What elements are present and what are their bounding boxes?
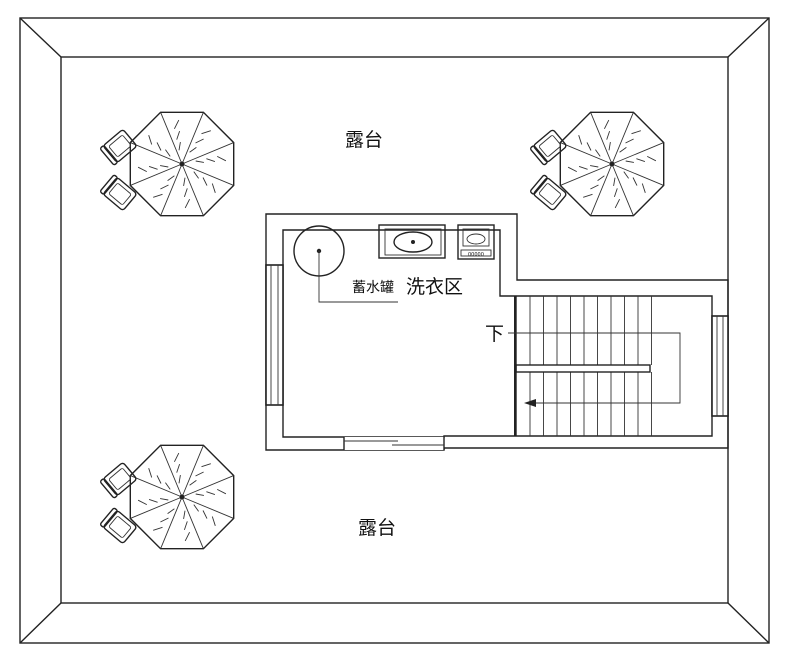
washer-panel-text: 00000 bbox=[468, 252, 484, 258]
parapet-frame bbox=[19, 17, 770, 644]
patio-umbrella-icon bbox=[100, 444, 235, 550]
stair-down-label: 下 bbox=[485, 323, 504, 345]
stair-direction-arrow: 下 bbox=[485, 323, 681, 407]
patio-umbrella-icon bbox=[530, 111, 665, 217]
staircase bbox=[514, 296, 652, 436]
wash-basin-icon bbox=[378, 224, 446, 259]
central-room-walls bbox=[265, 213, 729, 451]
chair-icon bbox=[100, 129, 137, 166]
chair-icon bbox=[530, 174, 567, 211]
chair-icon bbox=[530, 129, 567, 166]
terrace-label-bottom: 露台 bbox=[358, 517, 396, 539]
water-tank-label: 蓄水罐 bbox=[352, 280, 394, 296]
washing-machine-icon: 00000 bbox=[457, 224, 495, 260]
chair-icon bbox=[100, 174, 137, 211]
laundry-area-label: 洗衣区 bbox=[406, 276, 463, 298]
water-tank: 蓄水罐 bbox=[293, 225, 398, 303]
patio-umbrella-icon bbox=[100, 111, 235, 217]
terrace-label-top: 露台 bbox=[345, 129, 383, 151]
chair-icon bbox=[100, 462, 137, 499]
chair-icon bbox=[100, 507, 137, 544]
